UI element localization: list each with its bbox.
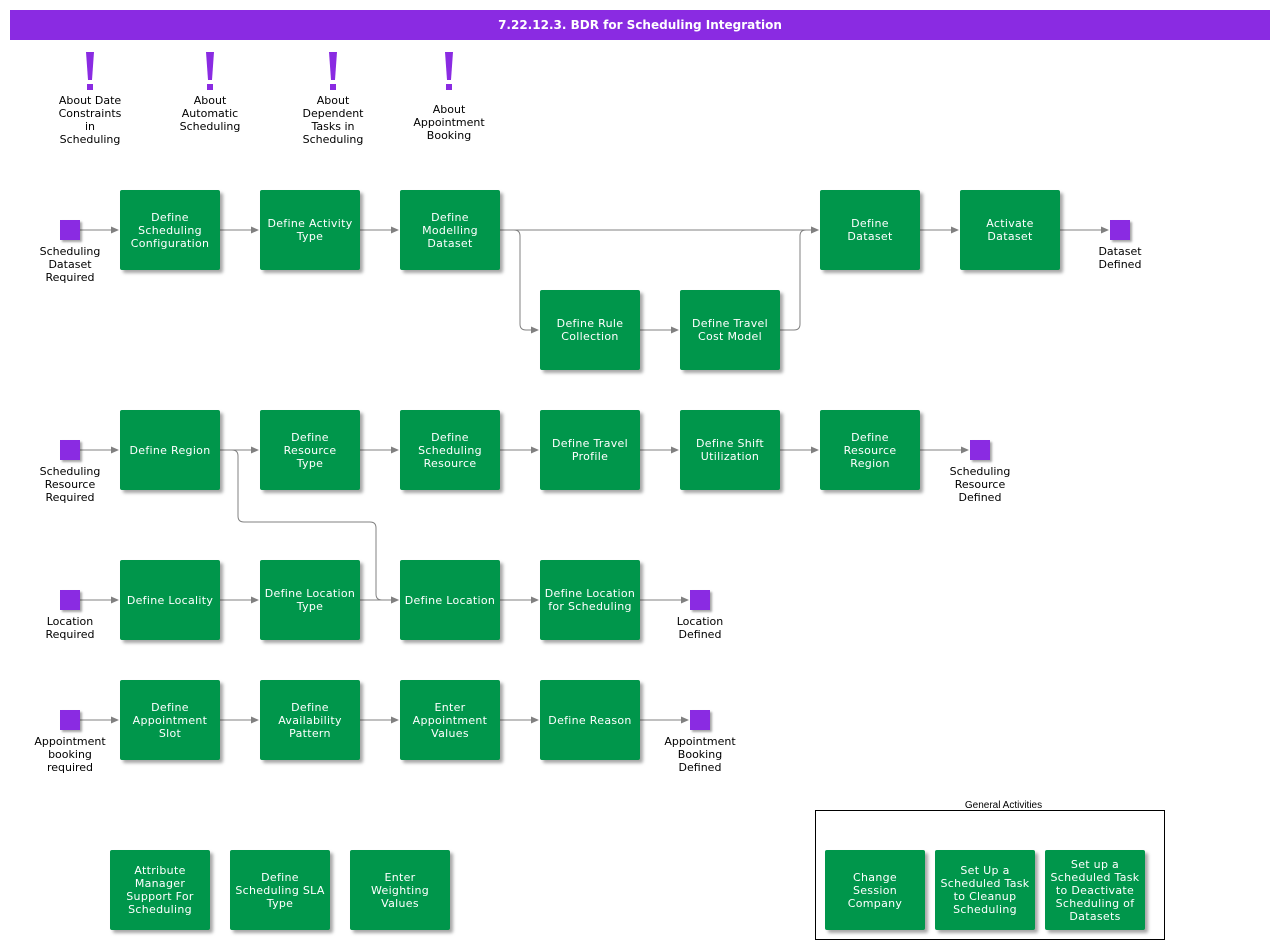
- activity-activate-dataset[interactable]: Activate Dataset: [960, 190, 1060, 270]
- activity-define-availability-pattern[interactable]: Define Availability Pattern: [260, 680, 360, 760]
- activity-define-location-type[interactable]: Define Location Type: [260, 560, 360, 640]
- diagram-title: 7.22.12.3. BDR for Scheduling Integratio…: [10, 10, 1270, 40]
- activity-define-rule-collection[interactable]: Define Rule Collection: [540, 290, 640, 370]
- event-scheduling-dataset-required[interactable]: [60, 220, 80, 240]
- event-scheduling-resource-defined[interactable]: [970, 440, 990, 460]
- note-appointment-booking[interactable]: About Appointment Booking: [409, 50, 489, 142]
- flow-connector: [780, 226, 819, 331]
- event-appointment-booking-defined[interactable]: [690, 710, 710, 730]
- activity-define-scheduling-resource[interactable]: Define Scheduling Resource: [400, 410, 500, 490]
- event-label: Dataset Defined: [1098, 245, 1142, 271]
- event-location-defined[interactable]: [690, 590, 710, 610]
- note-dependent-tasks[interactable]: About Dependent Tasks in Scheduling: [293, 50, 373, 146]
- event-label: Appointment booking required: [34, 735, 106, 774]
- note-date-constraints[interactable]: About Date Constraints in Scheduling: [50, 50, 130, 146]
- event-label: Location Required: [45, 615, 95, 641]
- event-scheduling-resource-required[interactable]: [60, 440, 80, 460]
- activity-setup-deactivate-task[interactable]: Set up a Scheduled Task to Deactivate Sc…: [1045, 850, 1145, 930]
- exclamation-icon: [206, 52, 214, 90]
- activity-enter-weighting-values[interactable]: Enter Weighting Values: [350, 850, 450, 930]
- general-activities-title: General Activities: [964, 800, 1043, 811]
- note-automatic-scheduling[interactable]: About Automatic Scheduling: [170, 50, 250, 133]
- activity-define-activity-type[interactable]: Define Activity Type: [260, 190, 360, 270]
- exclamation-icon: [445, 52, 453, 90]
- note-label: About Automatic Scheduling: [179, 94, 241, 133]
- note-label: About Date Constraints in Scheduling: [58, 94, 122, 146]
- event-appointment-booking-required[interactable]: [60, 710, 80, 730]
- note-label: About Dependent Tasks in Scheduling: [302, 94, 364, 146]
- event-label: Scheduling Dataset Required: [39, 245, 101, 284]
- event-label: Scheduling Resource Defined: [949, 465, 1011, 504]
- activity-attribute-manager-support[interactable]: Attribute Manager Support For Scheduling: [110, 850, 210, 930]
- activity-define-scheduling-configuration[interactable]: Define Scheduling Configuration: [120, 190, 220, 270]
- activity-enter-appointment-values[interactable]: Enter Appointment Values: [400, 680, 500, 760]
- note-label: About Appointment Booking: [413, 103, 485, 142]
- activity-define-location[interactable]: Define Location: [400, 560, 500, 640]
- activity-define-resource-type[interactable]: Define Resource Type: [260, 410, 360, 490]
- activity-define-travel-cost-model[interactable]: Define Travel Cost Model: [680, 290, 780, 370]
- activity-define-shift-utilization[interactable]: Define Shift Utilization: [680, 410, 780, 490]
- activity-define-appointment-slot[interactable]: Define Appointment Slot: [120, 680, 220, 760]
- activity-define-reason[interactable]: Define Reason: [540, 680, 640, 760]
- general-activities-group: [815, 810, 1165, 940]
- activity-define-locality[interactable]: Define Locality: [120, 560, 220, 640]
- event-label: Appointment Booking Defined: [664, 735, 736, 774]
- activity-change-session-company[interactable]: Change Session Company: [825, 850, 925, 930]
- diagram-title-text: 7.22.12.3. BDR for Scheduling Integratio…: [498, 18, 782, 32]
- activity-define-location-for-scheduling[interactable]: Define Location for Scheduling: [540, 560, 640, 640]
- event-label: Scheduling Resource Required: [39, 465, 101, 504]
- flow-connector: [220, 449, 399, 604]
- event-location-required[interactable]: [60, 590, 80, 610]
- activity-define-travel-profile[interactable]: Define Travel Profile: [540, 410, 640, 490]
- activity-define-dataset[interactable]: Define Dataset: [820, 190, 920, 270]
- event-dataset-defined[interactable]: [1110, 220, 1130, 240]
- activity-define-resource-region[interactable]: Define Resource Region: [820, 410, 920, 490]
- activity-define-modelling-dataset[interactable]: Define Modelling Dataset: [400, 190, 500, 270]
- exclamation-icon: [86, 52, 94, 90]
- event-label: Location Defined: [676, 615, 724, 641]
- activity-define-scheduling-sla-type[interactable]: Define Scheduling SLA Type: [230, 850, 330, 930]
- activity-setup-cleanup-task[interactable]: Set Up a Scheduled Task to Cleanup Sched…: [935, 850, 1035, 930]
- exclamation-icon: [329, 52, 337, 90]
- flow-connector: [500, 229, 539, 334]
- activity-define-region[interactable]: Define Region: [120, 410, 220, 490]
